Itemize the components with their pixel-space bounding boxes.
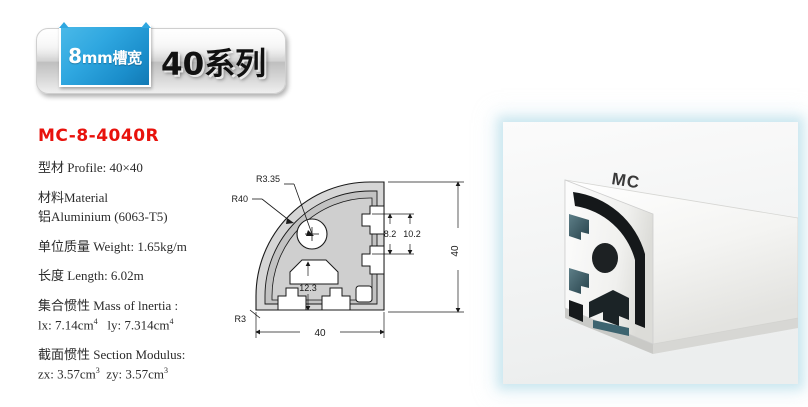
photo-center-bore [592,243,618,273]
spec-modulus-y-exponent: 3 [164,366,169,376]
spec-inertia-y-exponent: 4 [169,317,174,327]
slot-dimension-group [372,213,414,255]
tab-corner-left-icon [59,22,69,28]
spec-modulus-y: zy: 3.57cm [106,366,165,382]
product-photo: MC [503,122,798,384]
dim-label-r40: R40 [232,194,248,204]
height-dimension-group [388,181,464,313]
dimension-annotations [249,183,313,319]
extrusion-end-face [564,179,654,345]
photo-slot-upper [569,214,589,240]
spec-modulus-label: 截面惯性 Section Modulus: [38,347,186,363]
extrusion-bottom-shadow [653,318,798,354]
photo-void-lower-left [569,300,583,322]
spec-modulus-x-exponent: 3 [95,366,100,376]
photo-slot-middle [569,268,589,294]
dim-label-width: 40 [314,328,326,339]
spec-inertia: 集合惯性 Mass of lnertia : lx: 7.14cm4 ly: 7… [38,297,278,335]
slot-width-number: 8 [68,44,82,68]
slot-width-label: 8mm槽宽 [68,44,142,68]
spec-modulus: 截面惯性 Section Modulus: zx: 3.57cm3 zy: 3.… [38,346,278,384]
arrowhead-r40 [286,218,294,224]
tab-corner-right-icon [141,22,151,28]
spec-weight: 单位质量 Weight: 1.65kg/m [38,238,187,254]
photo-slot-bottom [593,320,629,336]
leader-r40 [261,198,291,222]
spec-modulus-x: zx: 3.57cm [38,366,96,382]
dim-label-r335: R3.35 [256,174,280,184]
spec-inertia-values: lx: 7.14cm4 ly: 7.314cm4 [38,316,278,335]
specification-block: MC-8-4040R 型材 Profile: 40×40 材料Material … [38,126,278,395]
header-banner: 8mm槽宽 40系列 [36,22,286,94]
cad-cross-section-drawing: R3.35 R40 R3 8.2 10.2 12.3 40 40 [232,166,494,346]
dim-label-inner-height: 12.3 [299,283,317,293]
spec-inertia-x: lx: 7.14cm [38,317,94,333]
spec-modulus-values: zx: 3.57cm3 zy: 3.57cm3 [38,365,278,384]
slot-width-tab: 8mm槽宽 [59,22,151,87]
spec-material-value: 铝Aluminium (6063-T5) [38,208,168,224]
leader-r3 [249,309,261,319]
product-code: MC-8-4040R [38,126,160,146]
photo-outer-arc-cavity [573,192,645,328]
dim-label-r3: R3 [234,314,246,324]
spec-inertia-label: 集合惯性 Mass of lnertia : [38,298,179,314]
arrowhead-r335 [306,230,314,236]
width-dimension-group [255,312,385,338]
spec-inertia-x-exponent: 4 [93,317,98,327]
spec-profile: 型材 Profile: 40×40 [38,160,143,175]
dim-label-slot-outer: 10.2 [403,229,421,239]
dim-label-slot-inner: 8.2 [384,229,397,239]
spec-inertia-y: ly: 7.314cm [107,317,170,333]
spec-length: 长度 Length: 6.02m [38,268,144,284]
spec-material: 材料Material 铝Aluminium (6063-T5) [38,189,278,227]
brand-mark: MC [610,169,641,192]
profile-cross-section [255,181,385,311]
dim-label-height: 40 [450,245,461,257]
slot-width-unit: mm槽宽 [81,49,142,67]
photo-cavity-lower-center [589,290,629,326]
spec-material-label: 材料Material [38,189,109,205]
leader-r335 [293,183,313,235]
series-title: 40系列 [161,46,267,83]
